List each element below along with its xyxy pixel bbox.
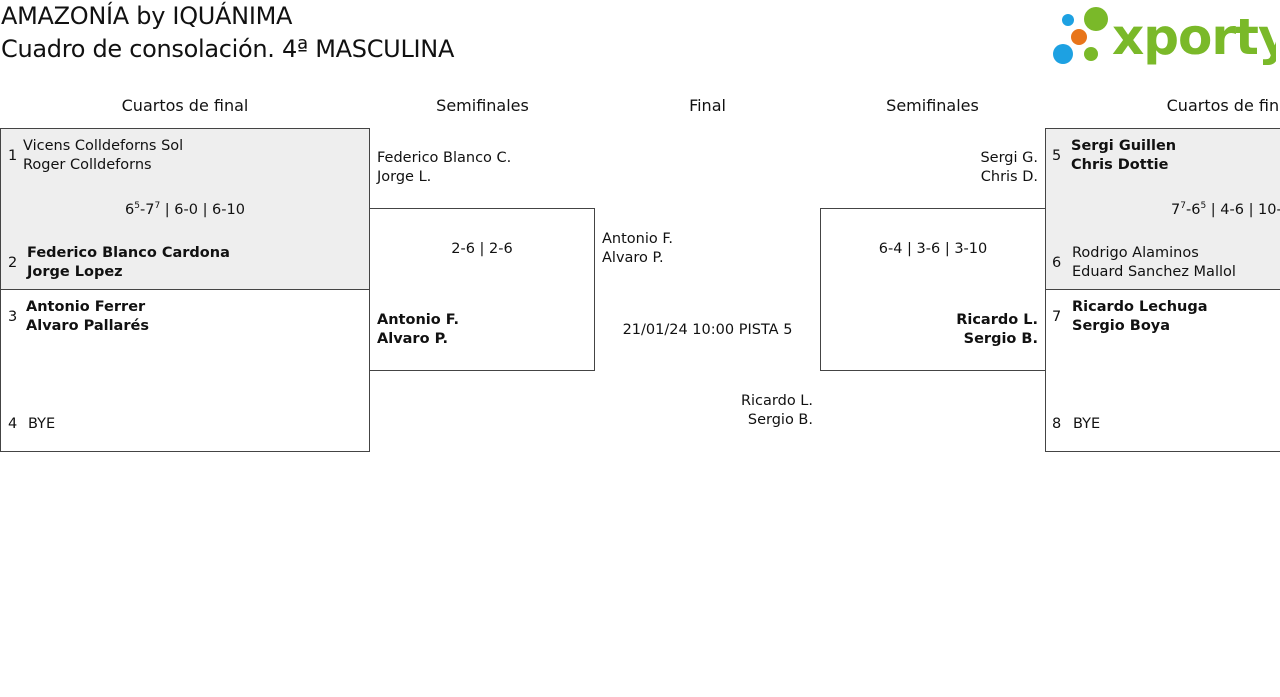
xporty-logo: xporty: [1050, 2, 1280, 68]
semi-team-player-winner: Ricardo L.: [956, 312, 1038, 328]
logo-wordmark: xporty: [1112, 8, 1276, 66]
team-player: Rodrigo Alaminos: [1072, 245, 1199, 261]
seed-number: 8: [1052, 416, 1062, 432]
right-quarter-match-2[interactable]: 7 Ricardo Lechuga Sergio Boya 8 BYE: [1045, 289, 1280, 452]
semi-team-player: Federico Blanco C.: [377, 150, 512, 166]
team-player: Eduard Sanchez Mallol: [1072, 264, 1236, 280]
round-final: Final: [689, 96, 726, 115]
round-right-quarters: Cuartos de final: [1166, 96, 1280, 115]
semi-team-player: Jorge L.: [377, 169, 432, 185]
team-player: Vicens Colldeforns Sol: [23, 138, 184, 154]
team-player-winner: Ricardo Lechuga: [1072, 299, 1208, 315]
left-quarter-match-1[interactable]: 1 Vicens Colldeforns Sol Roger Colldefor…: [0, 128, 370, 290]
seed-number: 2: [8, 255, 18, 271]
semi-team-player-winner: Alvaro P.: [377, 331, 449, 347]
team-player: BYE: [28, 416, 56, 432]
semi-team-player-winner: Sergio B.: [963, 331, 1038, 347]
round-left-quarters: Cuartos de final: [121, 96, 249, 115]
final-team-player: Alvaro P.: [602, 250, 664, 266]
left-semi-match[interactable]: 2-6 | 2-6 Antonio F. Alvaro P.: [369, 208, 595, 371]
seed-number: 7: [1052, 309, 1062, 325]
seed-number: 1: [8, 148, 18, 164]
round-left-semis: Semifinales: [436, 96, 529, 115]
xporty-logo-icon: xporty: [1053, 7, 1280, 66]
seed-number: 3: [8, 309, 18, 325]
team-player-winner: Sergi Guillen: [1071, 138, 1177, 154]
match-score: 2-6 | 2-6: [451, 241, 513, 257]
team-player-winner: Chris Dottie: [1071, 157, 1169, 173]
match-score: 65-77 | 6-0 | 6-10: [125, 201, 245, 218]
round-right-semis: Semifinales: [886, 96, 979, 115]
right-quarter-match-1[interactable]: 5 Sergi Guillen Chris Dottie 77-65 | 4-6…: [1045, 128, 1280, 290]
seed-number: 4: [8, 416, 18, 432]
final-team-player: Sergio B.: [747, 412, 813, 428]
team-player: BYE: [1073, 416, 1101, 432]
team-player-winner: Sergio Boya: [1072, 318, 1171, 334]
team-player-winner: Jorge Lopez: [27, 264, 123, 280]
seed-number: 5: [1052, 148, 1062, 164]
left-quarter-match-2[interactable]: 3 Antonio Ferrer Alvaro Pallarés 4 BYE: [0, 289, 370, 452]
team-player-winner: Alvaro Pallarés: [26, 318, 149, 334]
team-player: Roger Colldeforns: [23, 157, 152, 173]
final-team-player: Antonio F.: [602, 231, 673, 247]
tournament-title: AMAZONÍA by IQUÁNIMA: [1, 2, 293, 30]
final-schedule: 21/01/24 10:00 PISTA 5: [622, 322, 793, 338]
right-semi-match[interactable]: 6-4 | 3-6 | 3-10 Ricardo L. Sergio B.: [820, 208, 1046, 371]
semi-team-player-winner: Antonio F.: [377, 312, 460, 328]
seed-number: 6: [1052, 255, 1062, 271]
match-score: 6-4 | 3-6 | 3-10: [878, 241, 988, 257]
draw-subtitle: Cuadro de consolación. 4ª MASCULINA: [1, 35, 455, 63]
team-player-winner: Federico Blanco Cardona: [27, 245, 230, 261]
semi-team-player: Sergi G.: [980, 150, 1038, 166]
final-team-player: Ricardo L.: [740, 393, 813, 409]
team-player-winner: Antonio Ferrer: [26, 299, 146, 315]
semi-team-player: Chris D.: [980, 169, 1038, 185]
match-score: 77-65 | 4-6 | 10-: [1171, 201, 1280, 218]
